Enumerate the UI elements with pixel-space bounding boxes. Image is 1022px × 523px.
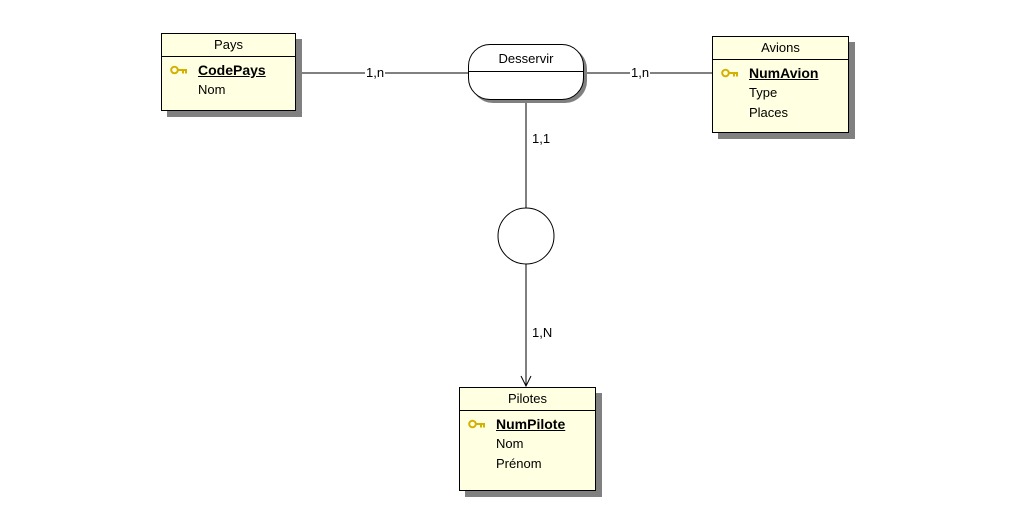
attribute-name: Nom xyxy=(496,436,524,451)
cardinality-link-pilotes: 1,N xyxy=(531,325,554,340)
attribute-name: NumPilote xyxy=(496,416,566,432)
relationship-divider xyxy=(469,71,583,72)
entity-avions[interactable]: Avions NumAvion Type Places xyxy=(712,36,849,133)
attribute-name: Places xyxy=(749,105,789,120)
entity-pilotes[interactable]: Pilotes NumPilote Nom Prénom xyxy=(459,387,596,491)
attribute-primary-key: CodePays xyxy=(168,60,289,80)
key-icon xyxy=(170,65,187,75)
attribute-name: Nom xyxy=(198,82,226,97)
entity-pays[interactable]: Pays CodePays Nom xyxy=(161,33,296,111)
entity-title: Avions xyxy=(713,37,848,60)
arrowhead-pilotes xyxy=(520,375,532,388)
association-link-circle[interactable] xyxy=(497,207,555,265)
attribute: Places xyxy=(719,103,842,123)
entity-title: Pilotes xyxy=(460,388,595,411)
attribute: Prénom xyxy=(466,454,589,474)
entity-title: Pays xyxy=(162,34,295,57)
attribute-list: CodePays Nom xyxy=(162,57,295,104)
attribute-name: CodePays xyxy=(198,62,266,78)
relationship-desservir[interactable]: Desservir xyxy=(468,44,584,100)
attribute-list: NumAvion Type Places xyxy=(713,60,848,127)
relationship-name: Desservir xyxy=(498,51,554,66)
cardinality-pays-desservir: 1,n xyxy=(365,65,386,80)
cardinality-desservir-avions: 1,n xyxy=(630,65,651,80)
attribute-primary-key: NumPilote xyxy=(466,414,589,434)
attribute-name: NumAvion xyxy=(749,65,819,81)
attribute: Type xyxy=(719,83,842,103)
attribute-name: Type xyxy=(749,85,778,100)
key-icon xyxy=(468,419,485,429)
attribute: Nom xyxy=(466,434,589,454)
key-icon xyxy=(721,68,738,78)
attribute-name: Prénom xyxy=(496,456,542,471)
attribute-list: NumPilote Nom Prénom xyxy=(460,411,595,478)
cardinality-desservir-link: 1,1 xyxy=(531,131,552,146)
attribute-primary-key: NumAvion xyxy=(719,63,842,83)
attribute: Nom xyxy=(168,80,289,100)
